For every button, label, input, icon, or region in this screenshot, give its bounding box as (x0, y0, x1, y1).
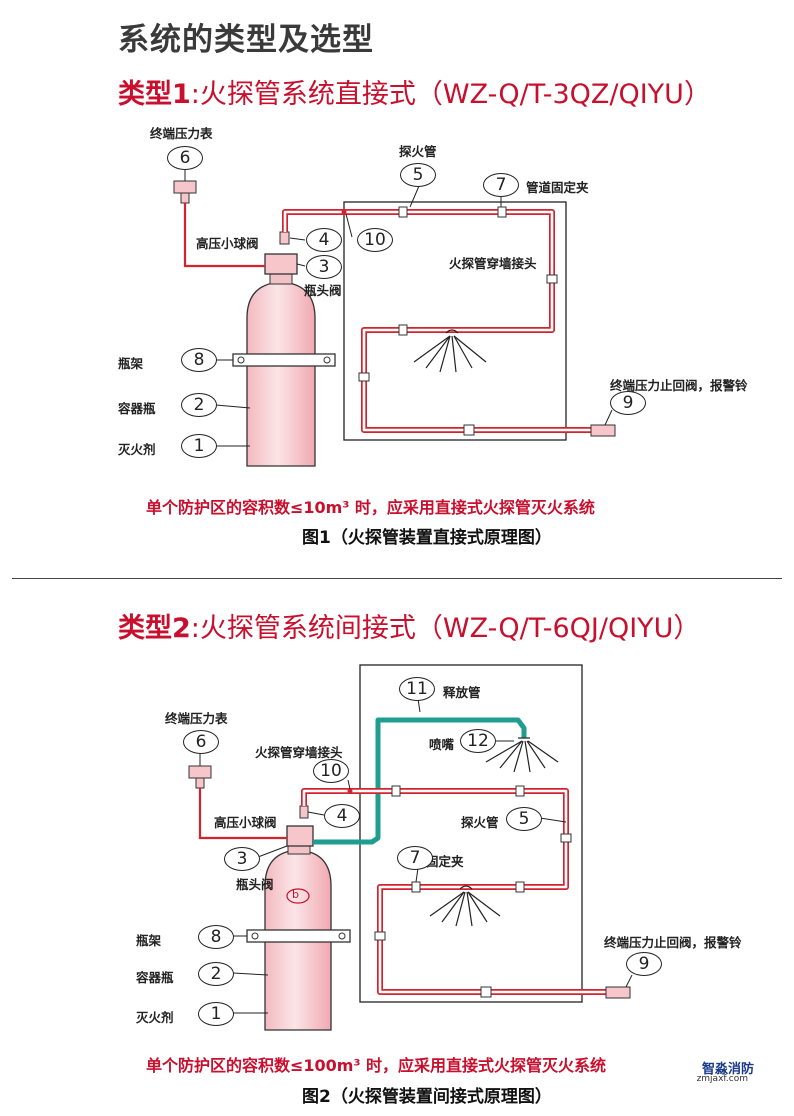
type2-title-rest: :火探管系统间接式（WZ-Q/T-6QJ/QIYU） (190, 613, 701, 644)
watermark-name: 智淼消防 (701, 1062, 754, 1077)
label-agent-2: 灭火剂 (136, 1010, 174, 1025)
label-pipe-clamp-1: 管道固定夹 (526, 180, 589, 195)
callout-2-10: 10 (313, 759, 349, 783)
callout-1-2: 2 (181, 393, 217, 417)
callout-1-4: 4 (306, 228, 342, 252)
callout-2-9: 9 (626, 952, 662, 976)
diagram-2 (188, 664, 633, 1031)
cylinder-mark-2 (286, 888, 310, 904)
diagram-1 (173, 168, 616, 467)
callout-2-2: 2 (198, 962, 234, 986)
label-agent-1: 灭火剂 (118, 442, 156, 457)
spray-1 (413, 329, 487, 373)
label-wall-joint-1: 火探管穿墙接头 (449, 256, 537, 271)
callout-2-12: 12 (460, 729, 496, 753)
spray-2 (429, 885, 501, 927)
callout-2-11: 11 (399, 677, 435, 701)
page-title: 系统的类型及选型 (118, 22, 374, 58)
clamp-2g (480, 986, 492, 998)
label-gauge-1: 终端压力表 (150, 126, 213, 141)
nozzle-spray-2 (485, 737, 559, 773)
callout-2-4: 4 (324, 804, 360, 828)
callout-2-8: 8 (198, 925, 234, 949)
clamp-1d (398, 324, 408, 336)
type1-title-prefix: 类型1 (118, 79, 191, 110)
callout-1-5: 5 (400, 163, 436, 187)
type1-title: 类型1:火探管系统直接式（WZ-Q/T-3QZ/QIYU） (118, 72, 711, 111)
watermark-url: zmjaxf.com (696, 1074, 748, 1084)
clamp-1c (546, 274, 558, 284)
callout-1-6: 6 (167, 146, 203, 170)
valve-head-1 (264, 253, 298, 275)
protected-zone-1 (343, 201, 567, 441)
label-cylinder-2: 容器瓶 (136, 970, 174, 985)
caption-1: 图1（火探管装置直接式原理图） (302, 528, 552, 548)
release-pipe-2 (313, 717, 527, 845)
clamp-1a (398, 206, 408, 218)
callout-1-3: 3 (306, 255, 342, 279)
clamp-2c (560, 833, 572, 843)
label-end-valve-1: 终端压力止回阀，报警铃 (610, 378, 748, 393)
label-release-pipe-2: 释放管 (443, 685, 481, 700)
clamp-1e (358, 372, 370, 382)
label-ball-valve-1: 高压小球阀 (196, 236, 259, 251)
ball-valve-1 (279, 231, 290, 245)
protected-zone-2 (359, 664, 583, 1003)
gauge-stem-2 (195, 777, 205, 789)
label-valve-head-2: 瓶头阀 (236, 877, 274, 892)
valve-head-2 (286, 825, 314, 847)
clamp-2e (515, 881, 525, 893)
end-valve-1 (590, 424, 616, 437)
clamp-2d (411, 881, 421, 893)
type1-title-rest: :火探管系统直接式（WZ-Q/T-3QZ/QIYU） (190, 79, 711, 110)
callout-1-1: 1 (181, 434, 217, 458)
callout-2-5: 5 (506, 807, 542, 831)
callout-2-7: 7 (397, 846, 433, 870)
callout-2-6: 6 (183, 730, 219, 754)
note-1: 单个防护区的容积数≤10m³ 时，应采用直接式火探管灭火系统 (146, 498, 595, 517)
caption-2: 图2（火探管装置间接式原理图） (302, 1087, 552, 1107)
label-end-valve-2: 终端压力止回阀，报警铃 (604, 935, 742, 950)
label-wall-joint-2: 火探管穿墙接头 (255, 745, 343, 760)
gauge-body-1 (173, 180, 197, 194)
label-valve-head-1: 瓶头阀 (304, 283, 342, 298)
label-bracket-1: 瓶架 (118, 356, 144, 371)
clamp-1b (497, 206, 507, 218)
label-cylinder-1: 容器瓶 (118, 401, 156, 416)
clamp-1f (463, 424, 475, 436)
type2-title: 类型2:火探管系统间接式（WZ-Q/T-6QJ/QIYU） (118, 606, 700, 645)
gauge-pipe-1 (183, 203, 265, 268)
bracket-1 (232, 353, 336, 367)
ball-valve-2 (299, 805, 309, 819)
callout-1-7: 7 (483, 173, 519, 197)
gauge-stem-1 (180, 192, 190, 204)
gauge-body-2 (188, 765, 212, 779)
clamp-2a (391, 785, 401, 797)
label-detector-tube-2: 探火管 (461, 815, 499, 830)
callout-1-10: 10 (357, 228, 393, 252)
label-ball-valve-2: 高压小球阀 (214, 815, 277, 830)
label-gauge-2: 终端压力表 (165, 711, 228, 726)
clamp-2f (374, 931, 386, 941)
label-detector-tube-1: 探火管 (399, 144, 437, 159)
callout-2-1: 1 (198, 1002, 234, 1026)
label-bracket-2: 瓶架 (136, 933, 162, 948)
bracket-2 (246, 929, 351, 943)
section-divider (12, 578, 782, 579)
label-nozzle-2: 喷嘴 (429, 737, 455, 752)
cylinder-mark-label: b (292, 888, 299, 901)
type2-title-prefix: 类型2 (118, 613, 191, 644)
note-2: 单个防护区的容积数≤100m³ 时，应采用直接式火探管灭火系统 (146, 1056, 607, 1075)
cylinder-1 (246, 281, 316, 467)
clamp-2b (515, 785, 525, 797)
callout-2-3: 3 (224, 847, 260, 871)
gauge-pipe-2 (198, 788, 287, 840)
callout-1-8: 8 (181, 348, 217, 372)
end-valve-2 (605, 986, 631, 999)
callout-1-9: 9 (610, 391, 646, 415)
